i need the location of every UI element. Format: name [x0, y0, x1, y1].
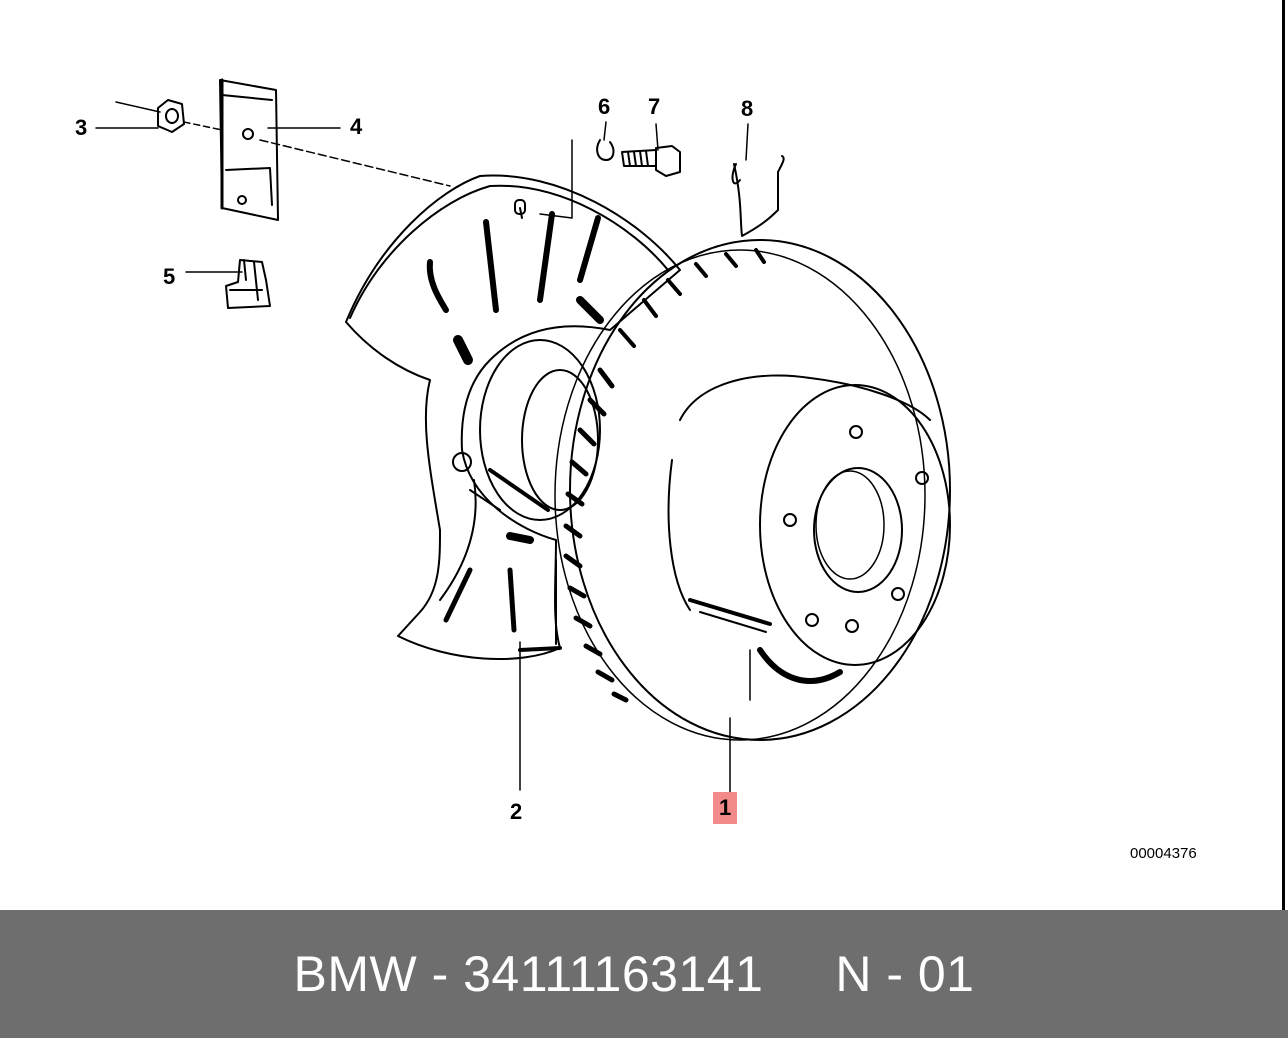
- callout-1-highlighted[interactable]: 1: [713, 792, 738, 824]
- callout-8: 8: [741, 96, 754, 121]
- callout-4: 4: [350, 114, 363, 139]
- callout-6: 6: [598, 94, 611, 119]
- clip-part-5: [225, 259, 271, 309]
- callout-5: 5: [163, 264, 176, 289]
- bracket-plate-part-4: [219, 78, 279, 221]
- spring-clip-part-8: [731, 123, 785, 237]
- footer-bar: BMW - 34111163141 N - 01: [0, 910, 1288, 1038]
- nut-part-3: [115, 99, 223, 133]
- part-number-caption: BMW - 34111163141 N - 01: [293, 946, 975, 1002]
- bolt-part-7: [621, 123, 681, 177]
- washer-part-6: [596, 121, 615, 161]
- callout-2: 2: [510, 799, 523, 824]
- brake-disc-part-1: [554, 239, 951, 741]
- splash-shield-part-2: [345, 174, 681, 661]
- diagram-right-border: [1282, 0, 1285, 910]
- diagram-reference-number: 00004376: [1130, 845, 1197, 862]
- brake-assembly-drawing: [95, 78, 951, 793]
- callout-7: 7: [648, 94, 661, 119]
- callout-3: 3: [75, 115, 88, 140]
- parts-diagram: 3 4 5 6 7 8 2 1 00004376: [75, 0, 1285, 910]
